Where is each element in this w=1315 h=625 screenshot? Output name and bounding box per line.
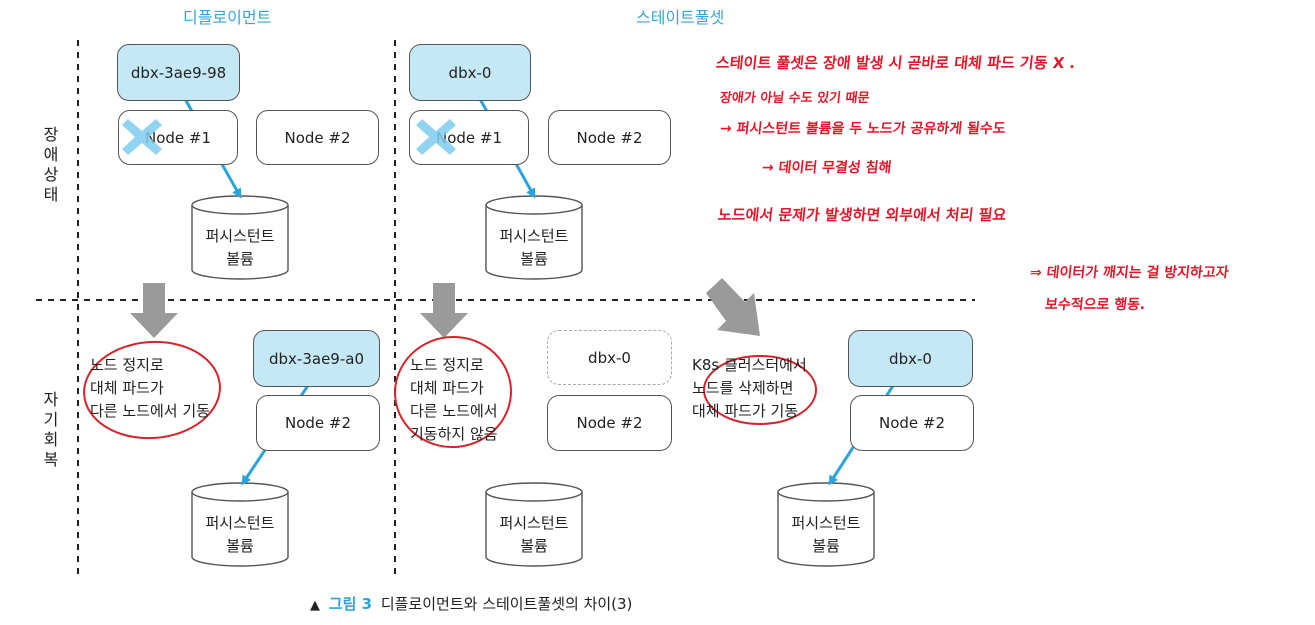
highlight-circle-deploy [83, 340, 221, 440]
volume-label-bottom-sts: 퍼시스턴트 볼륨 [499, 514, 569, 555]
deploy-node2-top: Node #2 [256, 110, 379, 165]
transition-arrow-sts [420, 283, 468, 338]
caption-text: 디플로이먼트와 스테이트풀셋의 차이(3) [380, 595, 633, 613]
annotation-line-2: 장애가 아닐 수도 있기 때문 [719, 91, 871, 106]
failure-x-icon-sts [416, 119, 456, 155]
sts-recovery-description: 노드 정지로 대체 파드가 다른 노드에서 기동하지 않음 [410, 356, 498, 443]
sts-pending-pod-bottom: dbx-0 [547, 330, 672, 385]
transition-arrow-k8s [706, 278, 760, 336]
transition-arrow-deploy [130, 283, 178, 338]
k8s-delete-description: K8s 클러스터에서 노드를 삭제하면 대체 파드가 기동 [692, 356, 807, 420]
highlight-circle-k8s [703, 355, 817, 425]
volume-label-top-sts: 퍼시스턴트 볼륨 [499, 227, 569, 268]
highlight-circle-sts [394, 335, 512, 449]
volume-label-bottom-deploy: 퍼시스턴트 볼륨 [205, 514, 275, 555]
caption-figure-number: 그림 3 [328, 595, 373, 613]
volume-label-bottom-k8s: 퍼시스턴트 볼륨 [791, 514, 861, 555]
deploy-node2-bottom: Node #2 [256, 395, 380, 451]
annotation-line-1: 스테이트 풀셋은 장애 발생 시 곧바로 대체 파드 기동 X . [715, 54, 1077, 72]
annotation-line-6: ⇒ 데이터가 깨지는 걸 방지하고자 [1029, 265, 1230, 281]
caption-marker: ▲ [310, 598, 320, 613]
volume-cylinder-bottom-sts [485, 482, 583, 567]
k8s-pod-bottom: dbx-0 [848, 330, 973, 387]
statefulset-column-title: 스테이트풀셋 [636, 8, 725, 27]
deploy-pod-bottom: dbx-3ae9-a0 [253, 330, 380, 387]
annotation-line-5: 노드에서 문제가 발생하면 외부에서 처리 필요 [717, 206, 1008, 224]
figure-caption: ▲ 그림 3 디플로이먼트와 스테이트풀셋의 차이(3) [310, 593, 632, 614]
volume-cylinder-bottom-deploy [191, 482, 289, 567]
failure-x-icon-deploy [122, 119, 162, 155]
sts-pod-top: dbx-0 [409, 44, 531, 101]
sts-node2-top: Node #2 [548, 110, 671, 165]
annotation-line-7: 보수적으로 행동. [1044, 297, 1147, 313]
annotation-line-4: → 데이터 무결성 침해 [761, 160, 893, 176]
sts-node2-bottom: Node #2 [547, 395, 672, 451]
deployment-column-title: 디플로이먼트 [183, 8, 272, 27]
self-healing-row-label: 자 기 회 복 [43, 390, 59, 469]
annotation-line-3: → 퍼시스턴트 볼륨을 두 노드가 공유하게 될수도 [719, 121, 1007, 137]
failure-state-row-label: 장 애 상 태 [43, 125, 59, 204]
deploy-pod-top: dbx-3ae9-98 [117, 44, 240, 101]
volume-label-top-deploy: 퍼시스턴트 볼륨 [205, 227, 275, 268]
deploy-recovery-description: 노드 정지로 대체 파드가 다른 노드에서 기동 [90, 356, 210, 420]
k8s-node2-bottom: Node #2 [850, 395, 974, 451]
volume-cylinder-bottom-k8s [777, 482, 875, 567]
volume-cylinder-top-deploy [191, 195, 289, 280]
